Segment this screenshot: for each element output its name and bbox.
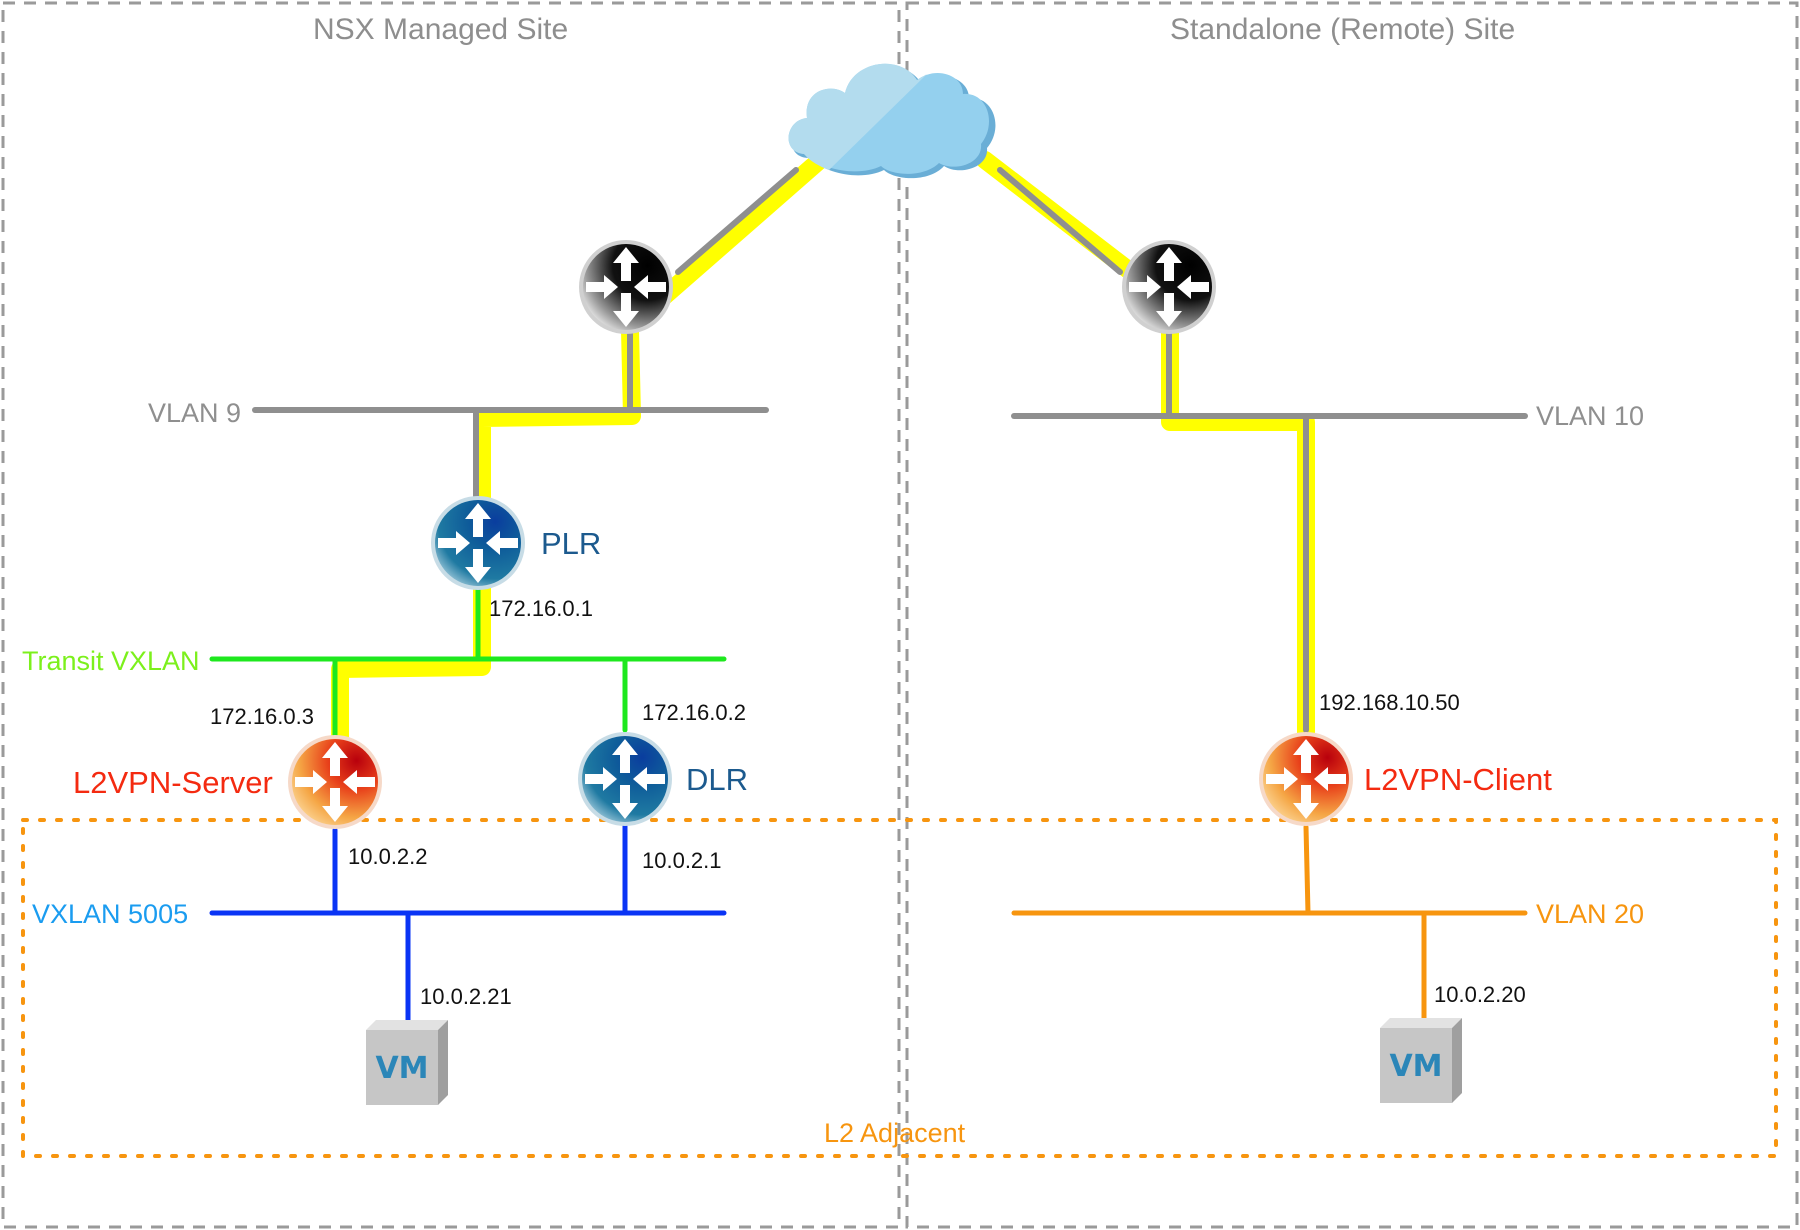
tunnel-path-right-down <box>1161 321 1315 747</box>
vm-left-label: VM <box>375 1051 428 1086</box>
plr-name: PLR <box>541 526 602 561</box>
uplink-cloud-edge-right <box>997 167 1123 275</box>
vm-right-icon: VM <box>1380 1018 1462 1103</box>
tunnel-path-plr-transit <box>331 576 491 749</box>
l2vpn-server-name: L2VPN-Server <box>73 765 273 800</box>
dlr-router-icon <box>578 732 672 826</box>
ip-l2vpn-client-uplink: 192.168.10.50 <box>1319 690 1460 715</box>
ip-plr-transit: 172.16.0.1 <box>489 596 593 621</box>
l2vpn-client-name: L2VPN-Client <box>1364 762 1552 797</box>
l2-adjacent-label: L2 Adjacent <box>824 1118 966 1148</box>
l2-adjacent-boundary <box>21 818 1778 1158</box>
plr-router-icon <box>431 496 525 590</box>
internet-cloud-icon <box>788 63 996 179</box>
site-border-nsx <box>1 1 901 1229</box>
ip-l2vpn-server-transit: 172.16.0.3 <box>210 704 314 729</box>
tunnel-path-left-down <box>473 321 641 524</box>
uplink-cloud-edge-left <box>675 167 799 275</box>
vlan9-label: VLAN 9 <box>148 398 242 428</box>
transit-vxlan-lines <box>209 582 727 738</box>
ip-dlr-vxlan: 10.0.2.1 <box>642 848 722 873</box>
site-border-remote <box>905 1 1799 1229</box>
ip-vm-left: 10.0.2.21 <box>420 984 512 1009</box>
site-title-nsx: NSX Managed Site <box>313 13 569 46</box>
site-title-remote: Standalone (Remote) Site <box>1170 13 1516 46</box>
vm-left-icon: VM <box>366 1020 448 1105</box>
uplink-lines <box>473 167 1309 733</box>
tunnel-path-left <box>651 151 829 309</box>
vlan20-lines <box>1011 824 1528 1021</box>
l2vpn-client-router-icon <box>1259 732 1353 826</box>
vlan20-label: VLAN 20 <box>1536 899 1645 929</box>
vm-right-label: VM <box>1389 1049 1442 1084</box>
ip-dlr-transit: 172.16.0.2 <box>642 700 746 725</box>
transit-vxlan-label: Transit VXLAN <box>22 646 200 676</box>
vlan10-label: VLAN 10 <box>1536 401 1645 431</box>
edge-router-right-icon <box>1122 240 1216 334</box>
l2vpn-server-router-icon <box>288 735 382 829</box>
vxlan5005-lines <box>209 823 727 1023</box>
edge-router-left-icon <box>579 240 673 334</box>
vlan20-client-link <box>1303 824 1311 916</box>
ip-vm-right: 10.0.2.20 <box>1434 982 1526 1007</box>
vxlan5005-label: VXLAN 5005 <box>32 899 189 929</box>
dlr-name: DLR <box>686 762 749 797</box>
ip-l2vpn-server-vxlan: 10.0.2.2 <box>348 844 428 869</box>
